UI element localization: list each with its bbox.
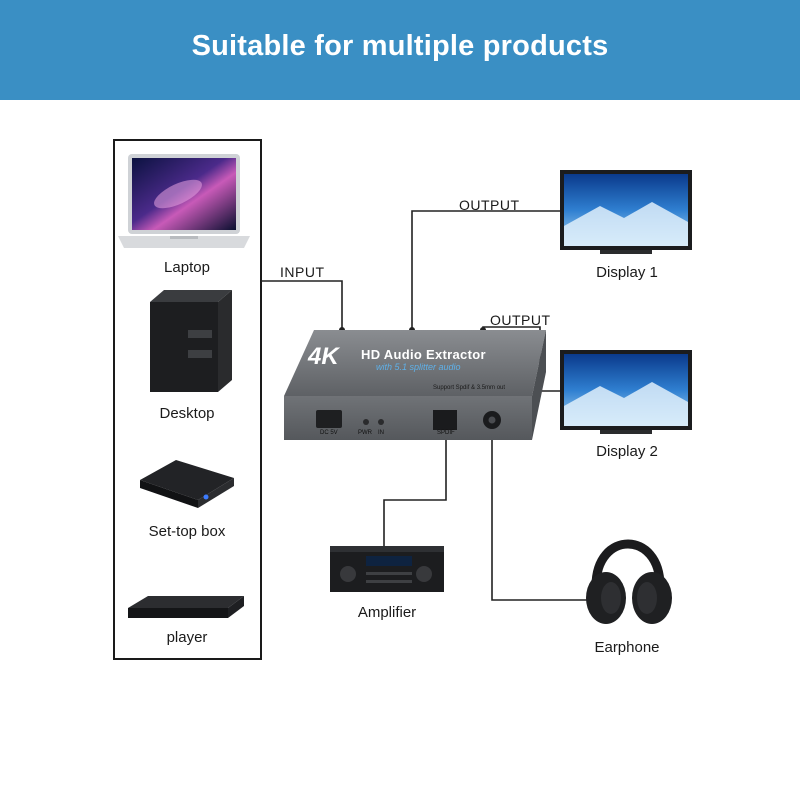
- display-2-icon: [560, 350, 692, 434]
- source-label-set-top-box: Set-top box: [148, 523, 226, 540]
- device-title: HD Audio Extractor: [361, 347, 486, 362]
- amplifier-label: Amplifier: [357, 604, 417, 621]
- connector-lines: [261, 210, 588, 601]
- output-label-2: OUTPUT: [490, 312, 551, 328]
- spdif-label: SPDIF: [437, 430, 455, 436]
- device-subtitle: with 5.1 splitter audio: [376, 362, 461, 372]
- source-label-desktop: Desktop: [159, 405, 215, 422]
- dc-port: [316, 410, 342, 428]
- earphone-label: Earphone: [594, 639, 660, 656]
- device-badge: 4K: [308, 343, 339, 370]
- audio-extractor-device: [284, 330, 546, 440]
- spdif-port: [433, 410, 457, 430]
- dc-port-label: DC 5V: [320, 430, 338, 436]
- pwr-label: PWR: [358, 430, 372, 436]
- set-top-box-icon: [140, 460, 234, 508]
- input-label: INPUT: [280, 264, 325, 280]
- pwr-led: [363, 419, 369, 425]
- amplifier-icon: [330, 546, 444, 592]
- source-label-player: player: [166, 629, 208, 646]
- page-title: Suitable for multiple products: [191, 30, 609, 62]
- display-2-label: Display 2: [596, 443, 658, 460]
- source-devices-frame: [113, 139, 262, 660]
- in-label: IN: [378, 430, 384, 436]
- display-1-label: Display 1: [596, 264, 658, 281]
- header-banner: Suitable for multiple products: [0, 0, 800, 100]
- display-1-icon: [560, 170, 692, 254]
- in-led: [378, 419, 384, 425]
- desktop-tower-icon: [150, 290, 232, 392]
- output-label-1: OUTPUT: [459, 197, 520, 213]
- device-support-text: Support Spdif & 3.5mm out: [433, 385, 506, 391]
- headphones-icon: [586, 539, 672, 624]
- source-label-laptop: Laptop: [164, 259, 210, 276]
- bluray-player-icon: [128, 596, 244, 618]
- laptop-icon: [118, 154, 250, 248]
